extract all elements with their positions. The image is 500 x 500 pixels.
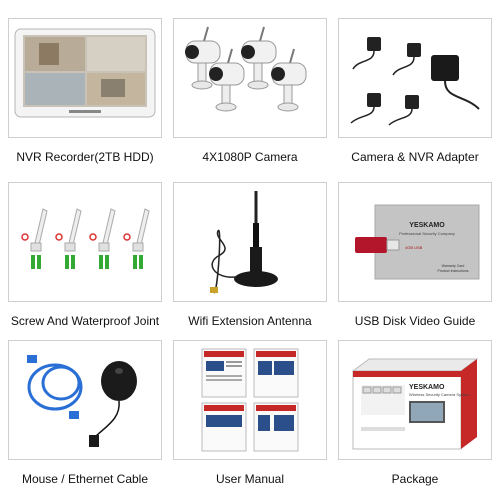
caption-manual: User Manual xyxy=(215,472,285,486)
adapters-illustration xyxy=(350,37,480,126)
item-usb-disk: YESKAMO Professional Security Company 4G… xyxy=(338,182,492,328)
caption-nvr: NVR Recorder(2TB HDD) xyxy=(16,150,154,164)
nvr-image-frame xyxy=(8,18,162,138)
item-antenna: Wifi Extension Antenna xyxy=(173,182,327,328)
antenna-illustration xyxy=(210,191,278,294)
caption-mouse: Mouse / Ethernet Cable xyxy=(21,472,149,486)
caption-usb: USB Disk Video Guide xyxy=(354,314,476,328)
package-brand: YESKAMO xyxy=(409,384,445,391)
package-box-illustration: YESKAMO Wireless Security Camera System xyxy=(351,358,479,450)
item-cameras: 4X1080P Camera xyxy=(173,18,327,164)
usb-box-brand: YESKAMO xyxy=(409,222,445,229)
caption-screws: Screw And Waterproof Joint xyxy=(10,314,160,328)
item-screws: Screw And Waterproof Joint xyxy=(8,182,162,328)
cameras-illustration xyxy=(185,26,307,112)
usb-note-1: Warranty Card xyxy=(442,264,465,268)
item-user-manual: User Manual xyxy=(173,340,327,486)
nvr-monitor-illustration xyxy=(14,28,156,118)
caption-antenna: Wifi Extension Antenna xyxy=(188,314,312,328)
item-adapters: Camera & NVR Adapter xyxy=(338,18,492,164)
user-manual-illustration xyxy=(201,348,299,452)
package-image-frame: YESKAMO Wireless Security Camera System xyxy=(338,340,492,460)
caption-adapters: Camera & NVR Adapter xyxy=(351,150,479,164)
item-package: YESKAMO Wireless Security Camera System … xyxy=(338,340,492,486)
caption-cameras: 4X1080P Camera xyxy=(202,150,298,164)
antenna-image-frame xyxy=(173,182,327,302)
adapters-image-frame xyxy=(338,18,492,138)
mouse-image-frame xyxy=(8,340,162,460)
usb-note-2: Product Instructions xyxy=(438,269,469,273)
mouse-cable-illustration xyxy=(27,355,137,447)
usb-image-frame: YESKAMO Professional Security Company 4G… xyxy=(338,182,492,302)
item-nvr-recorder: NVR Recorder(2TB HDD) xyxy=(8,18,162,164)
cameras-image-frame xyxy=(173,18,327,138)
screws-illustration xyxy=(21,208,150,269)
package-line: Wireless Security Camera System xyxy=(409,392,470,397)
manual-image-frame xyxy=(173,340,327,460)
usb-capacity-label: 4GB USB xyxy=(405,245,423,250)
item-mouse-cable: Mouse / Ethernet Cable xyxy=(8,340,162,486)
screws-image-frame xyxy=(8,182,162,302)
usb-disk-illustration: YESKAMO Professional Security Company 4G… xyxy=(355,204,480,280)
caption-package: Package xyxy=(391,472,439,486)
usb-box-subtitle: Professional Security Company xyxy=(399,231,455,236)
